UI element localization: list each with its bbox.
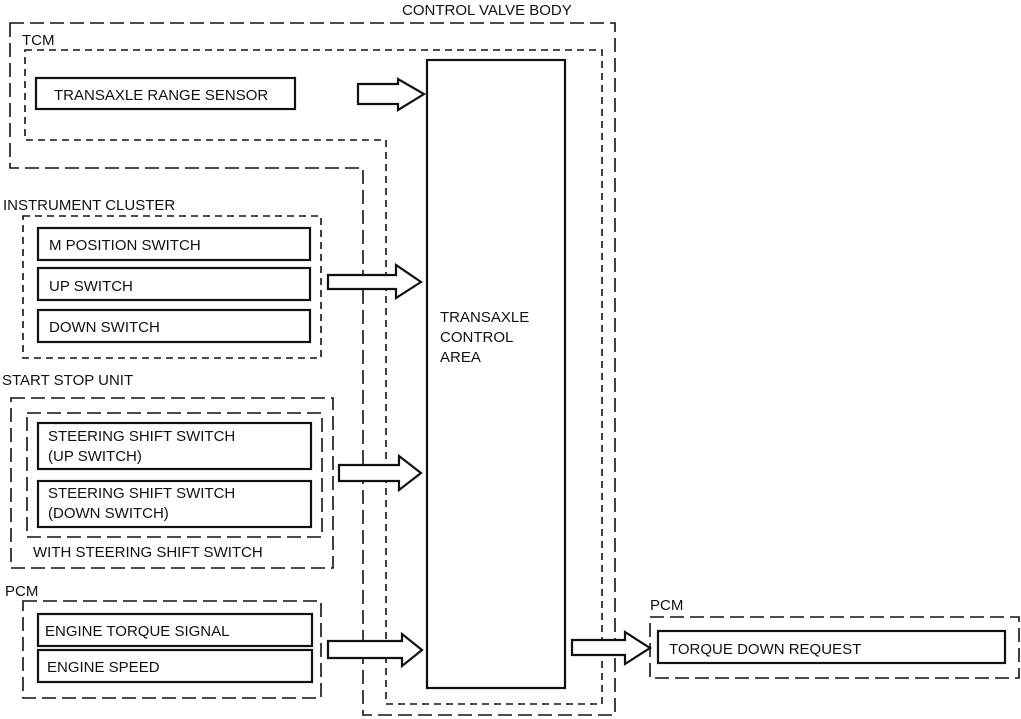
block-rect xyxy=(36,479,313,529)
arrow-icon xyxy=(326,262,423,301)
up-switch-block: UP SWITCH xyxy=(36,266,312,302)
control-area-line-1: TRANSAXLE xyxy=(440,309,529,326)
block-label-line-1: STEERING SHIFT SWITCH xyxy=(48,428,235,445)
control-area-line-3: AREA xyxy=(440,349,481,366)
block-label: TORQUE DOWN REQUEST xyxy=(669,641,861,658)
block-label: TRANSAXLE RANGE SENSOR xyxy=(54,87,268,104)
block-rect xyxy=(425,58,567,690)
start-stop-unit-boundary xyxy=(10,397,334,569)
block-label: UP SWITCH xyxy=(49,278,133,295)
control-area-line-2: CONTROL xyxy=(440,329,513,346)
start-stop-unit-label: START STOP UNIT xyxy=(2,372,133,389)
tcm-boundary xyxy=(24,49,603,705)
arrow-icon xyxy=(337,453,423,493)
block-label-line-1: STEERING SHIFT SWITCH xyxy=(48,485,235,502)
block-label: M POSITION SWITCH xyxy=(49,237,201,254)
tcm-label: TCM xyxy=(22,32,55,49)
block-rect xyxy=(34,76,297,111)
pcm-input-label: PCM xyxy=(5,583,38,600)
down-switch-block: DOWN SWITCH xyxy=(36,308,312,344)
engine-speed-block: ENGINE SPEED xyxy=(36,648,314,684)
pcm-output-label: PCM xyxy=(650,597,683,614)
engine-torque-signal-block: ENGINE TORQUE SIGNAL xyxy=(36,612,314,648)
block-rect xyxy=(36,308,312,344)
block-rect xyxy=(36,612,314,648)
block-rect xyxy=(36,266,312,302)
pcm-input-boundary xyxy=(22,600,322,699)
block-label-line-2: (UP SWITCH) xyxy=(48,448,142,465)
pcm-output-boundary xyxy=(649,616,1020,679)
arrow-icon xyxy=(570,629,653,667)
block-rect xyxy=(656,629,1007,665)
steering-shift-down-switch-block: STEERING SHIFT SWITCH (DOWN SWITCH) xyxy=(36,479,313,529)
block-rect xyxy=(36,421,313,471)
instrument-cluster-label: INSTRUMENT CLUSTER xyxy=(3,197,175,214)
arrow-icon xyxy=(356,77,427,112)
steering-shift-switch-group-label: WITH STEERING SHIFT SWITCH xyxy=(33,544,263,561)
instrument-cluster-boundary xyxy=(22,215,322,359)
steering-shift-up-switch-block: STEERING SHIFT SWITCH (UP SWITCH) xyxy=(36,421,313,471)
control-valve-body-label: CONTROL VALVE BODY xyxy=(402,2,572,19)
torque-down-request-block: TORQUE DOWN REQUEST xyxy=(656,629,1007,665)
block-label: DOWN SWITCH xyxy=(49,319,160,336)
transaxle-range-sensor-block: TRANSAXLE RANGE SENSOR xyxy=(34,76,297,111)
block-label-line-2: (DOWN SWITCH) xyxy=(48,505,169,522)
transaxle-control-area: TRANSAXLE CONTROL AREA xyxy=(425,58,567,690)
block-label: ENGINE SPEED xyxy=(47,659,160,676)
steering-shift-switch-group-boundary xyxy=(26,412,323,538)
block-label: ENGINE TORQUE SIGNAL xyxy=(45,623,230,640)
block-rect xyxy=(36,648,314,684)
control-valve-body-boundary xyxy=(9,22,616,716)
arrow-icon xyxy=(326,631,424,669)
block-rect xyxy=(36,226,312,262)
m-position-switch-block: M POSITION SWITCH xyxy=(36,226,312,262)
